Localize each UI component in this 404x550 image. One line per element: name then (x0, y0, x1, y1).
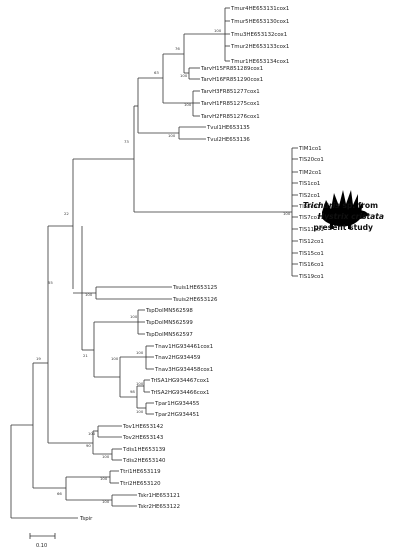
scale-bar: 0.10 (29, 533, 56, 549)
leaf-label: TlS20co1 (298, 157, 324, 163)
leaf-label: Tmur2HE653133cox1 (230, 44, 289, 50)
bootstrap-value: 22 (64, 211, 69, 216)
bootstrap-values: 100 76 100 63 100 100 73 100 100 22 55 1… (36, 28, 291, 504)
leaf-label: TlS2co1 (298, 193, 320, 199)
leaf-label: TspDolMN562598 (145, 308, 193, 314)
annotation-suffix: sp. from (340, 201, 378, 210)
leaf-label: TspDolMN562599 (145, 320, 193, 326)
leaf-label: Tdis1HE653139 (122, 447, 166, 453)
leaf-label: Tmur1HE653134cox1 (230, 59, 289, 65)
bootstrap-value: 100 (168, 133, 176, 138)
leaf-label: Tsuis1HE653125 (172, 285, 217, 291)
leaf-label: Tsuis2HE653126 (172, 297, 218, 303)
leaf-label: TarvH3FR851277cox1 (200, 89, 260, 95)
bootstrap-value: 73 (124, 139, 129, 144)
leaf-label: TlS1co1 (298, 181, 320, 187)
leaf-label: Tvul1HE653135 (206, 125, 250, 131)
leaf-label: Tmur4HE653131cox1 (230, 6, 289, 12)
leaf-label: Tpar1HG934455 (154, 401, 199, 407)
bootstrap-value: 55 (48, 280, 53, 285)
leaf-label: TarvH1FR851275cox1 (200, 101, 260, 107)
leaf-label: TlS12co1 (298, 239, 324, 245)
leaf-label: Tdis2HE653140 (122, 458, 166, 464)
bootstrap-value: 100 (102, 454, 110, 459)
leaf-label: Tvul2HE653136 (206, 137, 250, 143)
bootstrap-value: 100 (283, 211, 291, 216)
leaf-label: TlS11co1 (298, 227, 324, 233)
leaf-label: TlM1co1 (298, 146, 322, 152)
bootstrap-value: 100 (214, 28, 222, 33)
bootstrap-value: 100 (85, 292, 93, 297)
bootstrap-value: 90 (86, 443, 91, 448)
bootstrap-value: 100 (136, 350, 144, 355)
clade-annotation: Trichuris sp. from Hystrix cristata pres… (303, 201, 384, 232)
leaf-labels: Tmur4HE653131cox1 Tmur5HE653130cox1 Tmu3… (79, 6, 324, 522)
leaf-label: Tnav3HG934458cox1 (154, 367, 213, 373)
tree-branches (10, 7, 298, 519)
leaf-label: TlS16co1 (298, 262, 324, 268)
bootstrap-value: 100 (88, 431, 96, 436)
bootstrap-value: 100 (130, 314, 138, 319)
bootstrap-value: 100 (102, 499, 110, 504)
leaf-label: TrISA2HG934466cox1 (150, 390, 209, 396)
leaf-label: Tspir (79, 516, 93, 522)
leaf-label: Tskr1HE653121 (137, 493, 180, 499)
porcupine-icon (322, 190, 369, 229)
bootstrap-value: 66 (57, 491, 62, 496)
annotation-genus: Trichuris (303, 201, 340, 210)
leaf-label: Ttri1HE653119 (119, 469, 161, 475)
bootstrap-value: 100 (136, 381, 144, 386)
leaf-label: Tskr2HE653122 (137, 504, 180, 510)
annotation-line-1: Trichuris sp. from (303, 201, 378, 210)
leaf-label: Tnav2HG934459 (154, 355, 201, 361)
leaf-label: TlS19co1 (298, 274, 324, 280)
leaf-label: Tov2HE653143 (122, 435, 163, 441)
bootstrap-value: 21 (83, 353, 88, 358)
leaf-label: TlM2co1 (298, 170, 322, 176)
bootstrap-value: 98 (130, 389, 135, 394)
bootstrap-value: 100 (100, 476, 108, 481)
bootstrap-value: 100 (111, 356, 119, 361)
leaf-label: TrISA1HG934467cox1 (150, 378, 209, 384)
leaf-label: Ttri2HE653120 (119, 481, 161, 487)
leaf-label: TspDolMN562597 (145, 332, 193, 338)
annotation-line-2: Hystrix cristata (318, 212, 384, 221)
scale-label: 0.10 (36, 543, 47, 549)
bootstrap-value: 100 (136, 409, 144, 414)
leaf-label: TarvH15FR851289cox1 (200, 66, 263, 72)
leaf-label: TlS7co1 (298, 215, 320, 221)
bootstrap-value: 19 (36, 356, 41, 361)
leaf-label: Tnav1HG934461cox1 (154, 344, 213, 350)
annotation-line-3: present study (313, 223, 373, 232)
bootstrap-value: 63 (154, 70, 159, 75)
bootstrap-value: 100 (180, 73, 188, 78)
bootstrap-value: 76 (175, 46, 180, 51)
leaf-label: TarvH2FR851276cox1 (200, 114, 260, 120)
leaf-label: Tov1HE653142 (122, 424, 163, 430)
leaf-label: Tpar2HG934451 (154, 412, 199, 418)
leaf-label: TlS5co1 (298, 204, 320, 210)
bootstrap-value: 100 (184, 102, 192, 107)
leaf-label: Tmu3HE653132cox1 (230, 32, 287, 38)
leaf-label: TarvH16FR851290cox1 (200, 77, 263, 83)
leaf-label: TlS15co1 (298, 251, 324, 257)
leaf-label: Tmur5HE653130cox1 (230, 19, 289, 25)
